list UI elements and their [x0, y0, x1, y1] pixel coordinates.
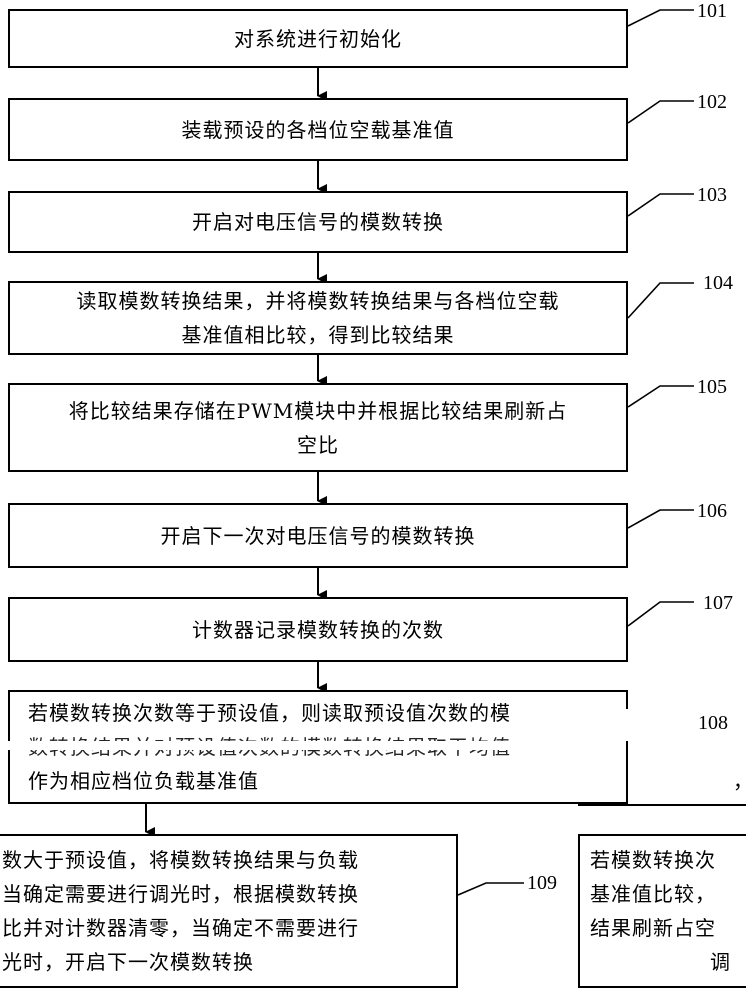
step-text-109-line-2: 当确定需要进行调光时，根据模数转换	[2, 882, 359, 906]
step-text-109-line-1: 数大于预设值，将模数转换结果与负载	[2, 848, 359, 872]
step-text-105-line-2: 空比	[297, 432, 339, 457]
step-text-108-line-1: 若模数转换次数等于预设值，则读取预设值次数的模	[28, 701, 511, 725]
leader-103	[627, 193, 694, 217]
step-text-109-line-3: 比并对计数器清零，当确定不需要进行	[2, 916, 359, 940]
leader-102	[627, 100, 694, 124]
step-text-106: 开启下一次对电压信号的模数转换	[160, 523, 476, 548]
step-text-108-line-3: 作为相应档位负载基准值	[28, 769, 259, 793]
step-box-106: 开启下一次对电压信号的模数转换	[8, 503, 628, 568]
ref-label-103: 103	[697, 184, 727, 206]
step-text-102: 装载预设的各档位空载基准值	[181, 117, 455, 142]
step-text-104-line-2: 基准值相比较，得到比较结果	[181, 323, 455, 347]
ref-label-102: 102	[697, 91, 727, 113]
leader-104	[627, 282, 694, 319]
leader-107	[627, 601, 694, 627]
ref-label-107: 107	[703, 592, 733, 614]
leader-106	[627, 509, 694, 529]
ref-label-106: 106	[697, 500, 727, 522]
step-box-105: 将比较结果存储在PWM模块中并根据比较结果刷新占 空比	[8, 383, 628, 472]
step-text-105-line-1: 将比较结果存储在PWM模块中并根据比较结果刷新占	[68, 398, 568, 423]
step-box-107: 计数器记录模数转换的次数	[8, 597, 628, 662]
ref-label-104: 104	[703, 272, 733, 294]
ref-label-108-box	[606, 709, 746, 741]
step-text-107: 计数器记录模数转换的次数	[192, 617, 444, 642]
step-box-104: 读取模数转换结果，并将模数转换结果与各档位空载 基准值相比较，得到比较结果	[8, 281, 628, 355]
right-box-line-2: 基准值比较，	[590, 882, 716, 906]
partial-right-box-lower: 若模数转换次 基准值比较， 结果刷新占空 调	[578, 834, 746, 988]
step-text-109-line-4: 光时，开启下一次模数转换	[2, 950, 254, 974]
step-box-103: 开启对电压信号的模数转换	[8, 191, 628, 253]
right-box-line-4: 调	[710, 950, 731, 974]
ref-label-109: 109	[527, 872, 557, 894]
step-text-101: 对系统进行初始化	[234, 26, 402, 51]
right-box-line-1: 若模数转换次	[590, 848, 716, 872]
leader-109	[457, 882, 524, 896]
step-text-104-line-1: 读取模数转换结果，并将模数转换结果与各档位空载	[76, 289, 560, 313]
leader-105	[627, 385, 694, 408]
step-text-103: 开启对电压信号的模数转换	[192, 210, 444, 234]
scan-cut-band	[0, 741, 578, 750]
ref-label-108: 108	[698, 712, 728, 734]
step-box-109: 数大于预设值，将模数转换结果与负载 当确定需要进行调光时，根据模数转换 比并对计…	[0, 834, 458, 988]
leader-101	[627, 9, 694, 27]
ref-label-101: 101	[697, 0, 727, 22]
ref-label-105: 105	[697, 376, 727, 398]
step-box-102: 装载预设的各档位空载基准值	[8, 98, 628, 161]
right-box-line-3: 结果刷新占空	[590, 916, 716, 940]
step-box-101: 对系统进行初始化	[8, 9, 628, 68]
partial-right-box-upper-fragment: ，	[733, 770, 746, 792]
